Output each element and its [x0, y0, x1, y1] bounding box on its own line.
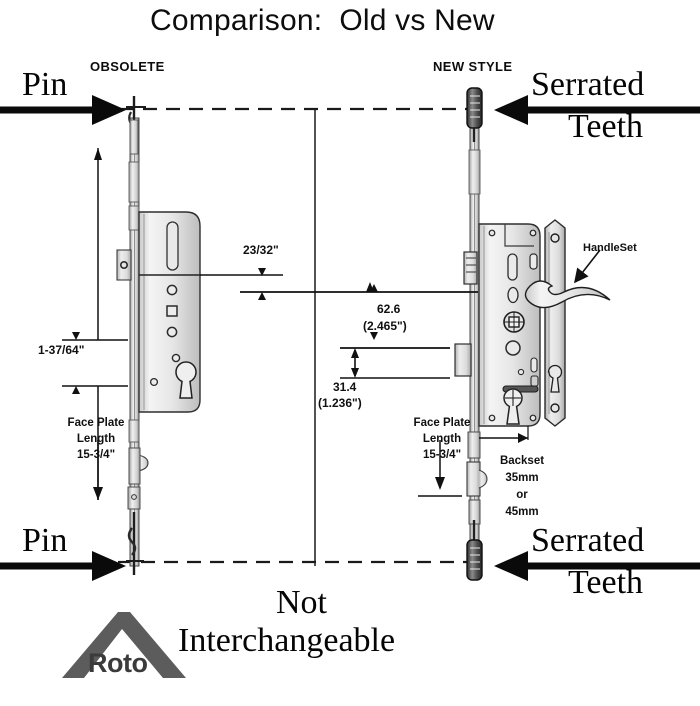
- column-header-new-style: NEW STYLE: [433, 59, 513, 74]
- label-backset-line1: Backset: [499, 455, 545, 467]
- dimension-offset-23-32: [200, 268, 478, 300]
- dimension-label-31-4: 31.4: [333, 380, 357, 394]
- new-style-top-serrated-teeth: [466, 87, 483, 142]
- obsolete-slot: [166, 221, 179, 271]
- conclusion-line2: Interchangeable: [178, 622, 396, 659]
- dimension-left-gap: [62, 148, 128, 500]
- handleset-screw-top: [550, 233, 560, 243]
- obsolete-bottom-pin: [126, 512, 144, 575]
- serrated-arrow-top: [494, 95, 700, 125]
- obsolete-top-pin: [126, 96, 146, 155]
- label-handleset: HandleSet: [583, 242, 637, 254]
- roto-logo-text: Roto: [88, 648, 148, 678]
- callout-pin-bottom: Pin: [22, 522, 68, 559]
- column-header-obsolete: OBSOLETE: [90, 59, 165, 74]
- obsolete-deadbolt: [116, 249, 132, 281]
- callout-pin-top: Pin: [22, 66, 68, 103]
- dimension-faceplate-left: [93, 440, 103, 500]
- new-style-deadbolt: [454, 343, 472, 377]
- conclusion-line1: Not: [276, 584, 327, 621]
- label-faceplate-right-line2: Length: [422, 433, 462, 445]
- label-backset-line4: 45mm: [505, 506, 539, 518]
- label-backset-line2: 35mm: [505, 472, 539, 484]
- pin-arrow-bottom: [0, 551, 126, 581]
- label-faceplate-left-line1: Face Plate: [67, 417, 125, 429]
- label-faceplate-left-line2: Length: [76, 433, 116, 445]
- callout-serrated-bottom-line2: Teeth: [568, 564, 644, 601]
- dimension-faceplate-right: [418, 440, 462, 497]
- dimension-backset: [479, 426, 529, 443]
- callout-serrated-top-line2: Teeth: [568, 108, 644, 145]
- new-style-lock-assembly: [454, 87, 541, 581]
- handleset-screw-bottom: [550, 403, 560, 413]
- obsolete-lock-assembly: [116, 96, 201, 575]
- new-style-keyhole: [503, 388, 523, 425]
- callout-serrated-top-line1: Serrated: [531, 66, 645, 103]
- new-style-bottom-serrated-teeth: [466, 520, 483, 581]
- label-backset-line3: or: [516, 489, 528, 501]
- dimension-label-31-4-inch: (1.236"): [318, 396, 362, 410]
- new-style-gearbox: [478, 223, 541, 427]
- label-faceplate-right-line1: Face Plate: [413, 417, 471, 429]
- pin-arrow-top: [0, 95, 126, 125]
- page-title: Comparison: Old vs New: [150, 4, 495, 37]
- handleset-leader-line: [574, 249, 601, 284]
- dimension-label-62-6-inch: (2.465"): [363, 319, 407, 333]
- new-style-lower-latch: [466, 431, 488, 525]
- obsolete-lower-latch: [127, 419, 149, 510]
- serrated-arrow-bottom: [494, 551, 700, 581]
- dimension-31-4: [340, 347, 450, 379]
- callout-serrated-bottom-line1: Serrated: [531, 522, 645, 559]
- obsolete-gearbox: [138, 211, 201, 413]
- label-faceplate-right-line3: 15-3/4": [422, 449, 462, 461]
- handleset-keyhole: [547, 364, 563, 393]
- dimension-label-62-6: 62.6: [377, 302, 401, 316]
- dimension-label-1-37-64: 1-37/64": [38, 343, 85, 357]
- obsolete-keyhole: [175, 361, 197, 399]
- new-style-spindle-hole: [503, 311, 525, 333]
- label-faceplate-left-line3: 15-3/4": [76, 449, 116, 461]
- roto-logo-mark: [62, 612, 186, 678]
- handleset-assembly: [524, 219, 611, 427]
- dimension-label-23-32: 23/32": [243, 243, 279, 257]
- new-style-upper-keeper: [463, 251, 478, 285]
- handleset-lever: [524, 280, 611, 309]
